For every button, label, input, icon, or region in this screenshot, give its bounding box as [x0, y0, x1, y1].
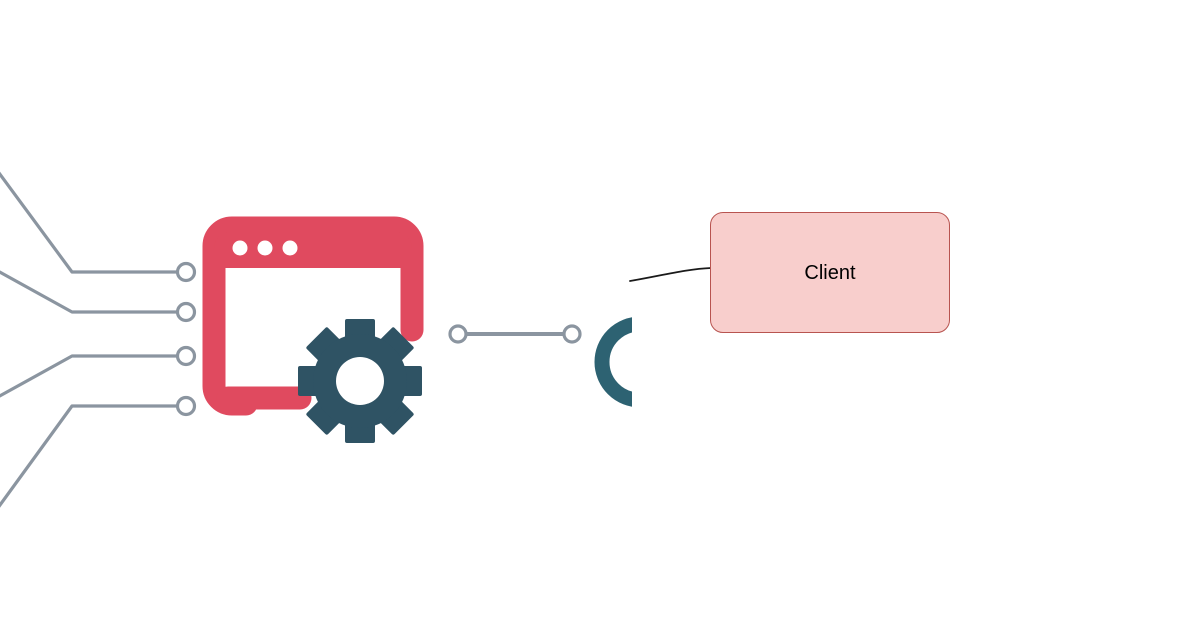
edge-incoming-client[interactable]: [629, 267, 712, 282]
node-client-label: Client: [804, 261, 856, 284]
browser-window-icon: [202, 216, 424, 416]
api-illustration-region: [0, 171, 632, 508]
circuit-endpoint-2: [175, 301, 197, 323]
gear-icon: [298, 319, 422, 443]
window-dot-1: [232, 240, 248, 256]
circuit-trace-endpoints: [175, 261, 197, 417]
circuit-trace-4: [0, 404, 180, 508]
window-dot-2: [257, 240, 273, 256]
circuit-trace-2: [0, 270, 180, 314]
node-client[interactable]: Client: [710, 212, 950, 333]
circuit-endpoint-4: [175, 395, 197, 417]
circuit-trace-3: [0, 354, 180, 398]
socket-connector: [448, 324, 582, 344]
connector-endpoint-left: [448, 324, 468, 344]
teal-ring: [594, 317, 632, 407]
teal-ring-shape: [594, 317, 632, 407]
api-illustration-svg: [0, 171, 632, 508]
window-dot-3: [282, 240, 298, 256]
circuit-endpoint-1: [175, 261, 197, 283]
circuit-trace-1: [0, 171, 180, 274]
gear-hub: [336, 357, 384, 405]
connector-endpoint-right: [562, 324, 582, 344]
circuit-endpoint-3: [175, 345, 197, 367]
circuit-trace-group: [0, 171, 180, 508]
